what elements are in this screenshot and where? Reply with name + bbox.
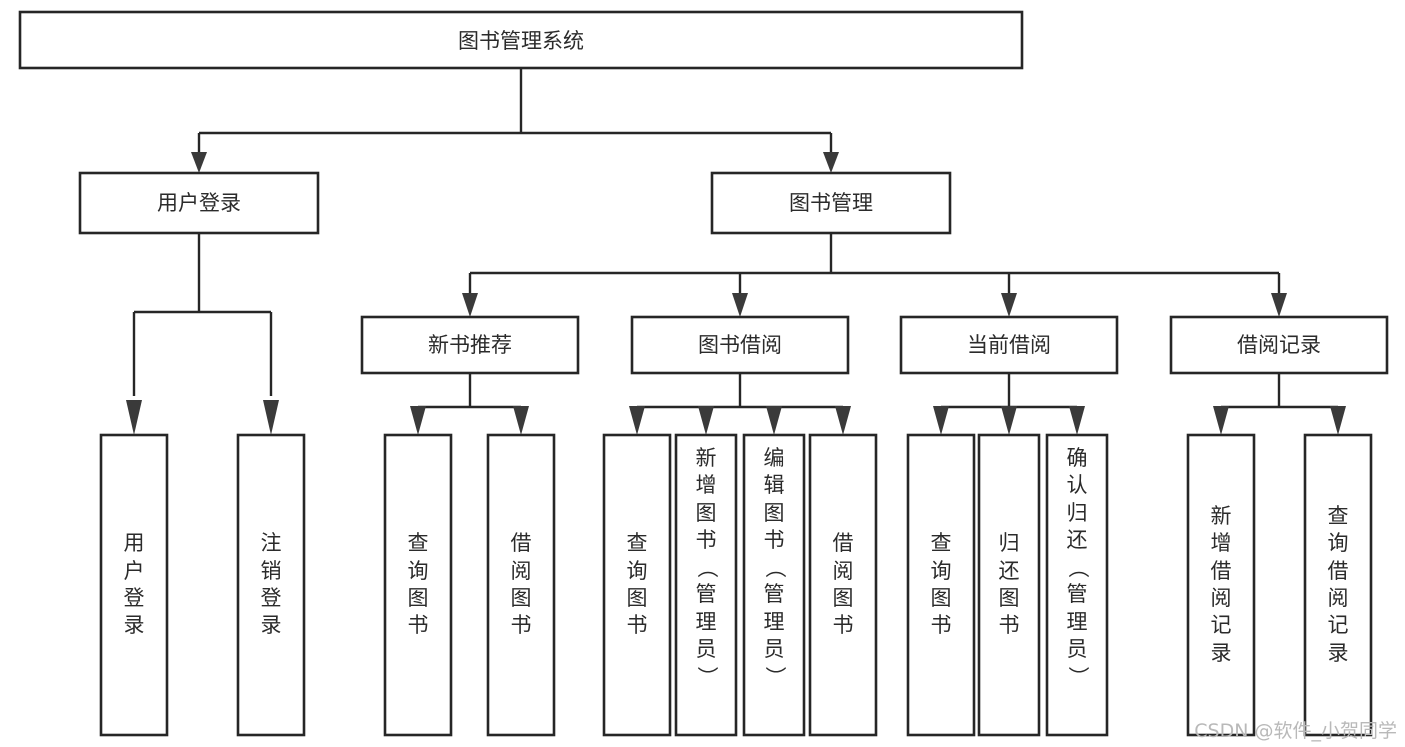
arrowhead-bw-query <box>629 406 645 435</box>
node-book-management[interactable]: 图书管理 <box>710 171 952 235</box>
arrowhead-current <box>1001 293 1017 317</box>
node-leaf-bw-add-box[interactable] <box>674 433 738 737</box>
node-book-borrow[interactable]: 图书借阅 <box>630 315 850 375</box>
node-new-book-recommend-label: 新书推荐 <box>428 333 512 357</box>
node-new-book-recommend[interactable]: 新书推荐 <box>360 315 580 375</box>
node-leaf-cu-query-box[interactable] <box>906 433 976 737</box>
arrowhead-bookmgmt <box>823 152 839 173</box>
node-root[interactable]: 图书管理系统 <box>18 10 1024 70</box>
arrowhead-user-logout <box>263 400 279 435</box>
node-leaf-rc-add-box[interactable] <box>1186 433 1256 737</box>
arrowhead-borrow <box>732 293 748 317</box>
node-borrow-record-label: 借阅记录 <box>1237 333 1321 357</box>
arrowhead-newbook <box>462 293 478 317</box>
arrowhead-bw-borrow <box>835 406 851 435</box>
arrowhead-rc-add <box>1213 406 1229 435</box>
node-user-login[interactable]: 用户登录 <box>78 171 320 235</box>
node-leaf-rc-query-box[interactable] <box>1303 433 1373 737</box>
node-leaf-bw-edit-box[interactable] <box>742 433 806 737</box>
arrowhead-rc-query <box>1330 406 1346 435</box>
node-leaf-user-logout-box[interactable] <box>236 433 306 737</box>
arrowhead-cu-confirm <box>1069 406 1085 435</box>
arrowhead-nb-borrow <box>513 406 529 435</box>
node-leaf-nb-query-box[interactable] <box>383 433 453 737</box>
arrowhead-cu-return <box>1001 406 1017 435</box>
node-book-management-label: 图书管理 <box>789 191 873 215</box>
node-leaf-bw-query-box[interactable] <box>602 433 672 737</box>
arrowhead-user-login <box>126 400 142 435</box>
node-leaf-bw-borrow-box[interactable] <box>808 433 878 737</box>
node-leaf-cu-confirm-box[interactable] <box>1045 433 1109 737</box>
node-borrow-record[interactable]: 借阅记录 <box>1169 315 1389 375</box>
arrowhead-cu-query <box>933 406 949 435</box>
arrowhead-bw-add <box>698 406 714 435</box>
arrowheads-layer <box>126 152 1346 435</box>
node-leaf-cu-return-box[interactable] <box>977 433 1041 737</box>
arrowhead-login <box>191 152 207 173</box>
node-leaf-nb-borrow-box[interactable] <box>486 433 556 737</box>
nodes-layer: 图书管理系统 用户登录 图书管理 新书推荐 图书借阅 当前 <box>18 10 1389 737</box>
arrowhead-nb-query <box>410 406 426 435</box>
node-leaf-user-login-box[interactable] <box>99 433 169 737</box>
node-book-borrow-label: 图书借阅 <box>698 333 782 357</box>
node-current-borrow-label: 当前借阅 <box>967 333 1051 357</box>
node-user-login-label: 用户登录 <box>157 191 241 215</box>
arrowhead-bw-edit <box>766 406 782 435</box>
arrowhead-record <box>1271 293 1287 317</box>
node-current-borrow[interactable]: 当前借阅 <box>899 315 1119 375</box>
node-root-label: 图书管理系统 <box>458 29 584 53</box>
